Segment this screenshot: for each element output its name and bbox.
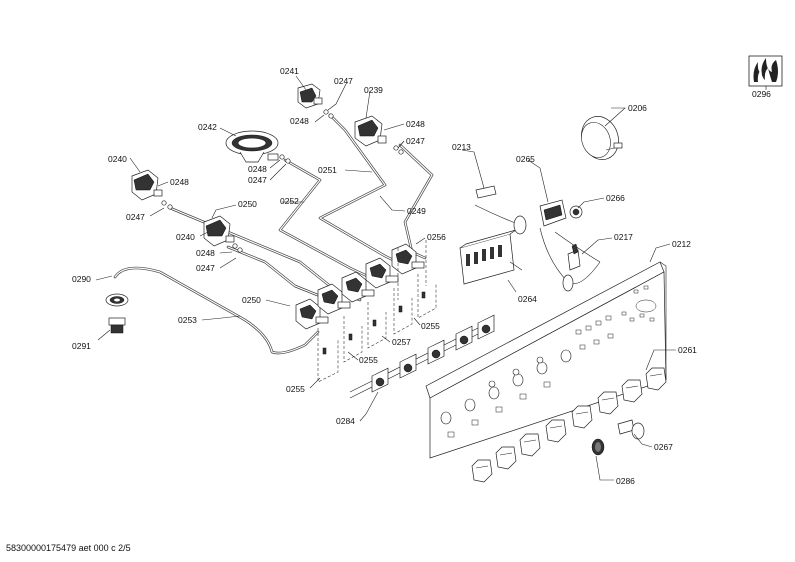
- ignition-switch-rail-0284: [349, 314, 495, 399]
- leader-lines: [95, 75, 767, 481]
- knob-insert-0266: [569, 205, 583, 219]
- label-0296: 0296: [752, 89, 771, 99]
- label-0266: 0266: [606, 193, 625, 203]
- gas-valves: [295, 240, 437, 383]
- label-0286: 0286: [616, 476, 635, 486]
- label-0247: 0247: [248, 175, 267, 185]
- label-0241: 0241: [280, 66, 299, 76]
- terminal-block-0264: [459, 229, 523, 285]
- label-0242: 0242: [198, 122, 217, 132]
- wok-burner-ring-0242: [225, 130, 279, 163]
- document-footer: 58300000175479 aet 000 c 2/5: [6, 543, 131, 553]
- label-0255: 0255: [359, 355, 378, 365]
- label-0291: 0291: [72, 341, 91, 351]
- label-0250: 0250: [242, 295, 261, 305]
- burner-cup-0241: [297, 83, 323, 109]
- label-0257: 0257: [392, 337, 411, 347]
- label-0250: 0250: [238, 199, 257, 209]
- nozzle-0291: [108, 317, 126, 334]
- timer-0206: [581, 116, 623, 160]
- flame-symbol-icon: [748, 55, 783, 87]
- label-0255: 0255: [286, 384, 305, 394]
- label-0249: 0249: [407, 206, 426, 216]
- burner-cup-0239: [354, 115, 387, 147]
- clip-0213: [475, 185, 497, 199]
- push-button-0267: [617, 419, 645, 440]
- label-0239: 0239: [364, 85, 383, 95]
- label-0240: 0240: [176, 232, 195, 242]
- label-0256: 0256: [427, 232, 446, 242]
- label-0248: 0248: [248, 164, 267, 174]
- label-0247: 0247: [334, 76, 353, 86]
- burner-cup-0240a: [131, 169, 163, 201]
- label-0248: 0248: [170, 177, 189, 187]
- alignment-dashes: [317, 240, 437, 383]
- label-0261: 0261: [678, 345, 697, 355]
- label-0206: 0206: [628, 103, 647, 113]
- label-0255: 0255: [421, 321, 440, 331]
- label-0247: 0247: [126, 212, 145, 222]
- label-0265: 0265: [516, 154, 535, 164]
- part-labels: 0241 0247 0239 0248 0248 0247 0206 0296 …: [72, 66, 771, 486]
- pipe-fittings: [161, 109, 404, 253]
- label-0212: 0212: [672, 239, 691, 249]
- bezel-0286: [591, 438, 605, 456]
- label-0248: 0248: [290, 116, 309, 126]
- label-0213: 0213: [452, 142, 471, 152]
- label-0251: 0251: [318, 165, 337, 175]
- label-0267: 0267: [654, 442, 673, 452]
- label-0252: 0252: [280, 196, 299, 206]
- seal-ring-0290: [105, 293, 129, 307]
- screws: [322, 291, 426, 355]
- control-panel-0212: [425, 261, 667, 459]
- label-0247: 0247: [196, 263, 215, 273]
- burner-cup-0240b: [203, 215, 235, 247]
- burner-parts: [131, 83, 404, 253]
- label-0248: 0248: [196, 248, 215, 258]
- label-0253: 0253: [178, 315, 197, 325]
- label-0248: 0248: [406, 119, 425, 129]
- gas-pipes: [113, 113, 434, 355]
- label-0284: 0284: [336, 416, 355, 426]
- label-0290: 0290: [72, 274, 91, 284]
- label-0240: 0240: [108, 154, 127, 164]
- switch-0217: [567, 243, 581, 271]
- label-0217: 0217: [614, 232, 633, 242]
- thermostat-0265: [513, 199, 574, 292]
- label-0264: 0264: [518, 294, 537, 304]
- control-knobs-0261: [471, 367, 667, 483]
- label-0247: 0247: [406, 136, 425, 146]
